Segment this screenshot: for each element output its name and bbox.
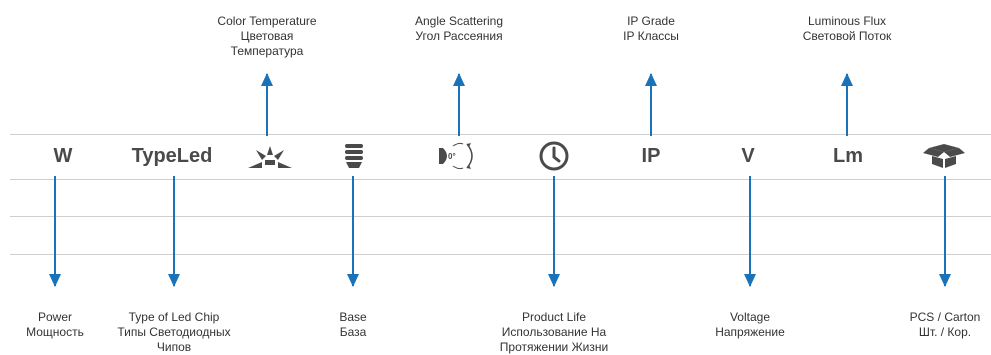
ip-grade-label: IP Grade IP Классы xyxy=(623,14,679,43)
divider-line-4 xyxy=(10,254,991,255)
power-label: Power Мощность xyxy=(26,310,84,339)
ip-symbol: IP xyxy=(641,145,661,167)
led-chip-arrow xyxy=(168,176,180,287)
luminous-flux-arrow xyxy=(841,73,853,136)
luminous-flux-label: Luminous Flux Световой Поток xyxy=(802,14,892,43)
carton-box-icon xyxy=(919,138,969,174)
power-symbol: W xyxy=(53,145,73,167)
color-temperature-arrow xyxy=(261,73,273,136)
divider-line-2 xyxy=(10,179,991,180)
product-life-label: Product Life Использование На Протяжении… xyxy=(499,310,609,354)
product-life-arrow xyxy=(548,176,560,287)
ip-grade-arrow xyxy=(645,73,657,136)
voltage-label: Voltage Напряжение xyxy=(715,310,785,339)
power-arrow xyxy=(49,176,61,287)
angle-scattering-arrow xyxy=(453,73,465,136)
type-led-symbol: TypeLed xyxy=(131,145,213,167)
pcs-carton-label: PCS / Carton Шт. / Кор. xyxy=(909,310,981,339)
led-chip-label: Type of Led Chip Типы Светодиодных Чипов xyxy=(117,310,231,354)
voltage-symbol: V xyxy=(741,145,755,167)
divider-line-1 xyxy=(10,134,991,135)
bulb-base-icon xyxy=(329,138,379,174)
sun-icon xyxy=(245,138,295,174)
voltage-arrow xyxy=(744,176,756,287)
angle-scattering-label: Angle Scattering Угол Рассеяния xyxy=(414,14,504,43)
clock-icon xyxy=(529,138,579,174)
color-temperature-label: Color Temperature Цветовая Температура xyxy=(217,14,317,58)
divider-line-3 xyxy=(10,216,991,217)
lumen-symbol: Lm xyxy=(833,145,863,167)
pcs-carton-arrow xyxy=(939,176,951,287)
base-label: Base База xyxy=(339,310,367,339)
angle-scattering-icon: 0° xyxy=(433,138,483,174)
base-arrow xyxy=(347,176,359,287)
angle-degree-label: 0° xyxy=(448,152,456,161)
